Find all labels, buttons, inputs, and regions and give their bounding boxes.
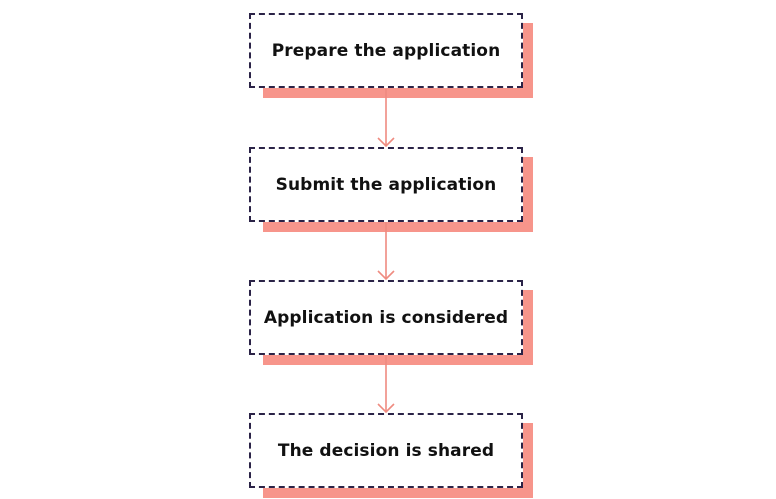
step-box: Prepare the application <box>249 13 523 88</box>
step-box: Application is considered <box>249 280 523 355</box>
down-arrow-icon <box>377 222 395 281</box>
step-label: Prepare the application <box>271 40 501 61</box>
arrow-connector-1 <box>376 89 396 149</box>
step-box: Submit the application <box>249 147 523 222</box>
step-label: The decision is shared <box>277 440 495 461</box>
arrow-connector-2 <box>376 222 396 282</box>
arrow-connector-3 <box>376 355 396 415</box>
step-box: The decision is shared <box>249 413 523 488</box>
step-label: Submit the application <box>275 174 497 195</box>
step-prepare-application: Prepare the application <box>249 13 533 98</box>
down-arrow-icon <box>377 355 395 414</box>
down-arrow-icon <box>377 89 395 148</box>
step-decision-shared: The decision is shared <box>249 413 533 498</box>
step-label: Application is considered <box>263 307 509 328</box>
step-submit-application: Submit the application <box>249 147 533 232</box>
step-application-considered: Application is considered <box>249 280 533 365</box>
